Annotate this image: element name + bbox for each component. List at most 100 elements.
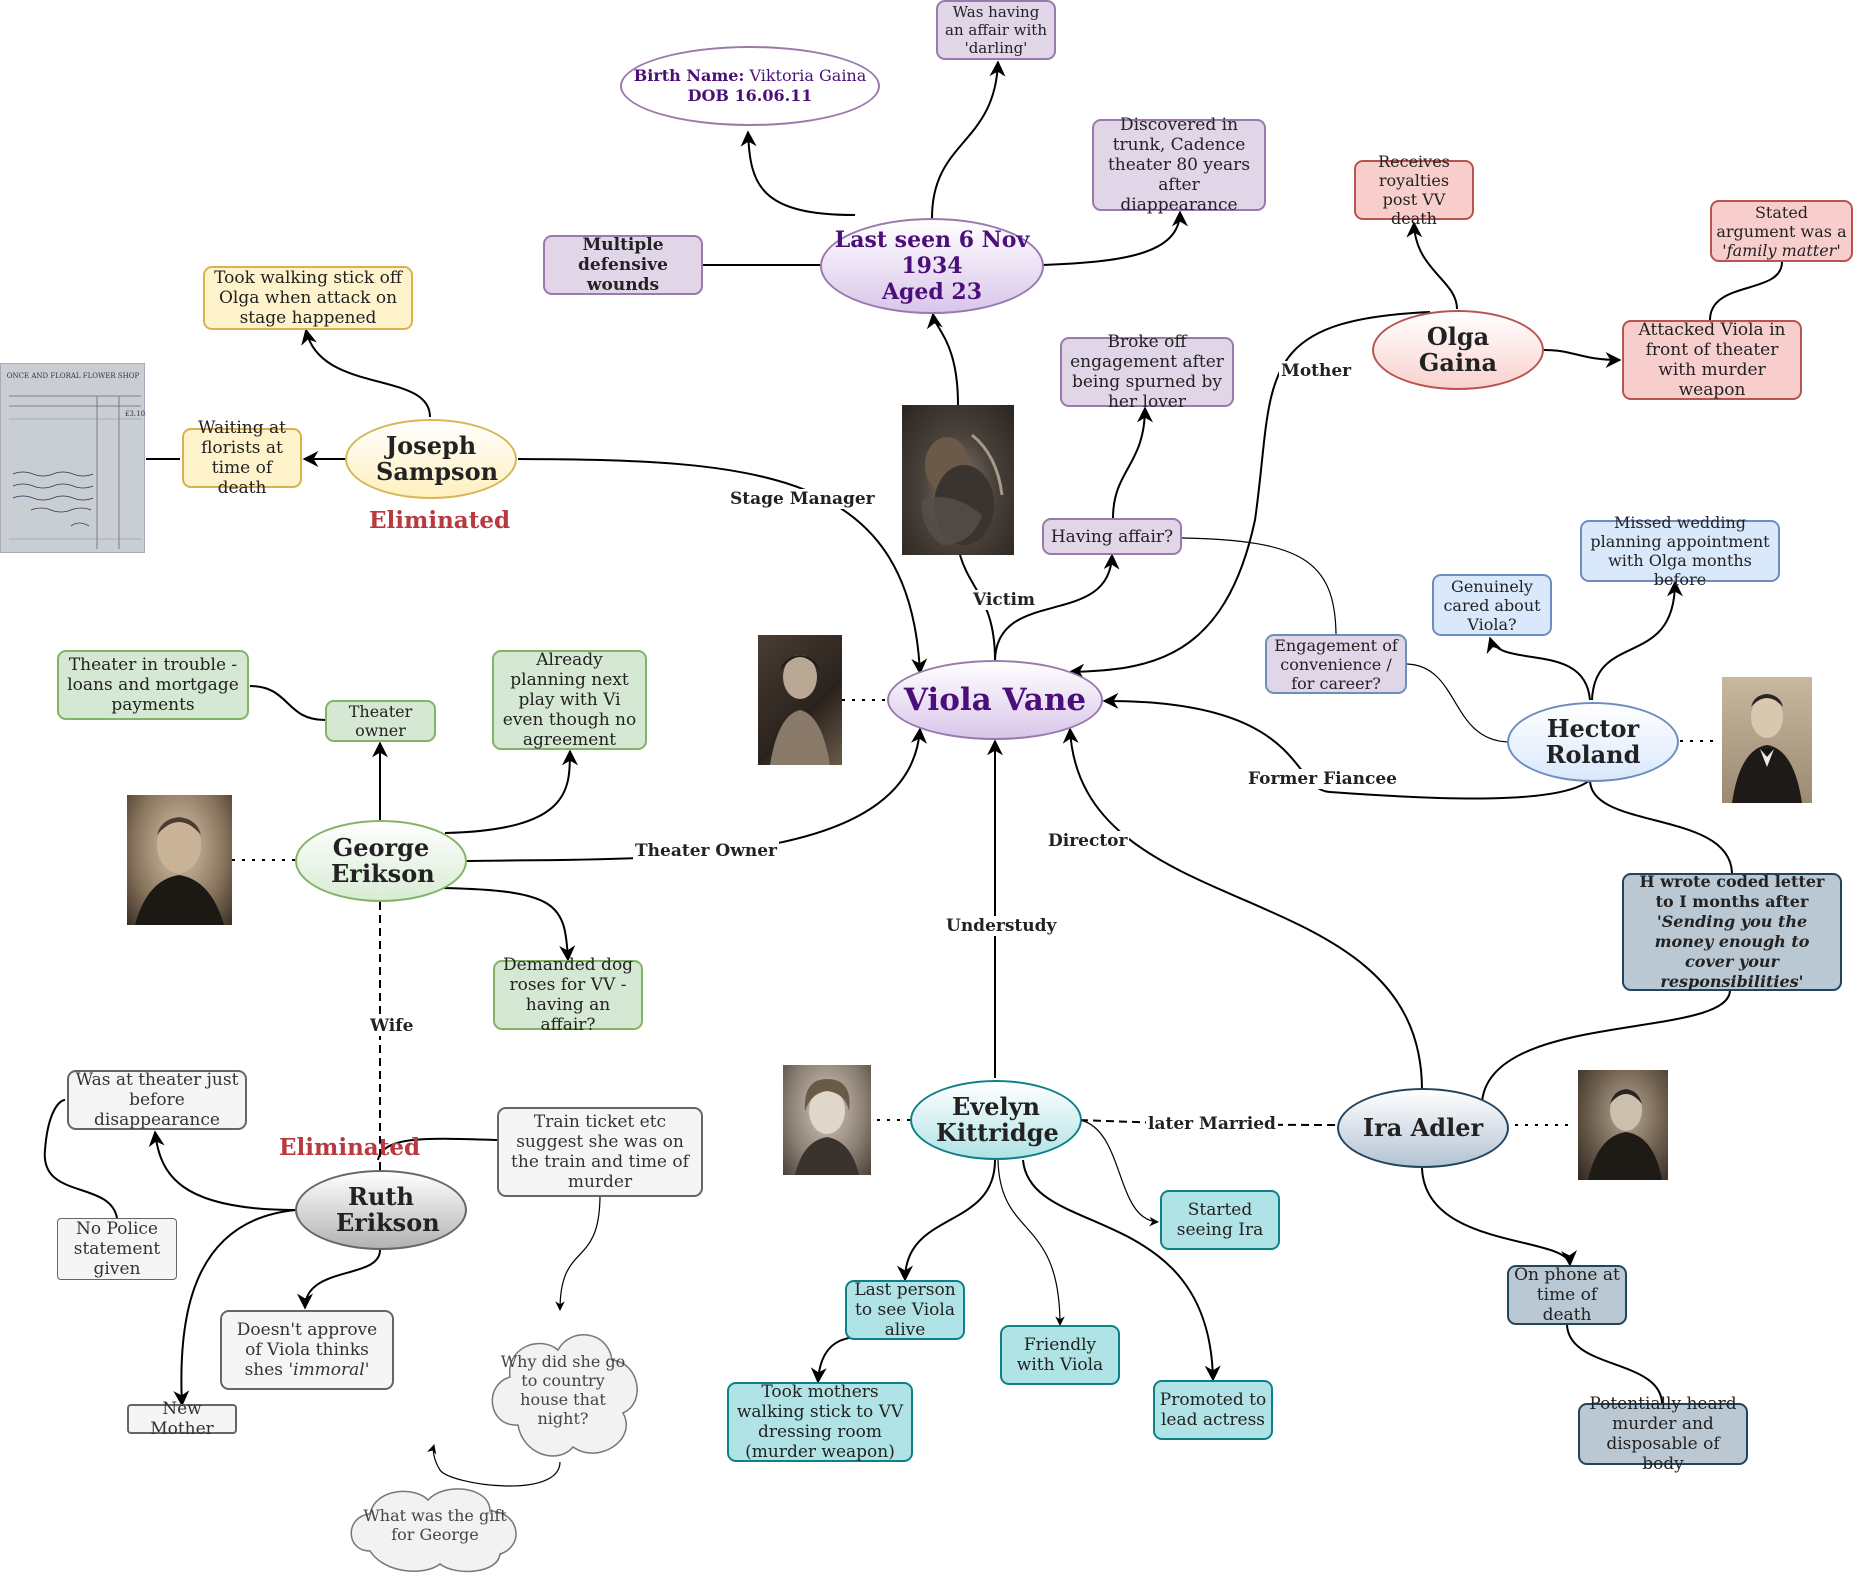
argument-text: Stated argument was a 'family matter': [1716, 202, 1847, 260]
node-royalties[interactable]: Receives royalties post VV death: [1354, 152, 1474, 228]
node-theater-owner[interactable]: Theater owner: [325, 700, 436, 742]
edge-havingaffair-broke: [1112, 406, 1153, 519]
node-discovered-trunk[interactable]: Discovered in trunk, Cadence theater 80 …: [1092, 115, 1266, 215]
edge-why-gift: [427, 1444, 561, 1487]
node-having-affair[interactable]: Having affair?: [1042, 518, 1182, 555]
node-no-police-statement[interactable]: No Police statement given: [57, 1218, 177, 1280]
edge-lastperson-stick: [810, 1336, 861, 1384]
node-promoted-lead[interactable]: Promoted to lead actress: [1153, 1380, 1273, 1440]
edge-ticket-why: [555, 1194, 601, 1311]
edge-ruth-approve: [297, 1249, 381, 1310]
viola-photo: [758, 635, 842, 765]
node-ira-adler[interactable]: Ira Adler: [1337, 1088, 1509, 1168]
ira-photo: [1578, 1070, 1668, 1180]
edge-label-theater-owner: Theater Owner: [633, 841, 779, 861]
node-new-mother[interactable]: New Mother: [127, 1399, 237, 1439]
node-dog-roses[interactable]: Demanded dog roses for VV - having an af…: [493, 955, 643, 1035]
node-defensive-wounds[interactable]: Multiple defensive wounds: [543, 235, 703, 295]
node-friendly-with-viola[interactable]: Friendly with Viola: [1000, 1325, 1120, 1385]
node-george-erikson[interactable]: George Erikson: [295, 820, 467, 902]
node-engagement-convenience[interactable]: Engagement of convenience / for career?: [1265, 634, 1407, 694]
edge-phone-heard: [1565, 1321, 1663, 1404]
edge-photo-lastseen: [926, 312, 959, 406]
node-viola-vane[interactable]: Viola Vane: [887, 660, 1103, 740]
node-coded-letter[interactable]: H wrote coded letter to I months after '…: [1622, 872, 1842, 991]
portrait-icon: [795, 1079, 859, 1175]
edge-label-wife: Wife: [368, 1016, 416, 1036]
node-took-walking-stick[interactable]: Took walking stick off Olga when attack …: [203, 266, 413, 330]
svg-text:£3.10.6: £3.10.6: [125, 410, 146, 418]
node-does-not-approve[interactable]: Doesn't approve of Viola thinks shes 'im…: [220, 1310, 394, 1390]
node-family-matter[interactable]: Stated argument was a 'family matter': [1710, 200, 1853, 262]
node-heard-murder[interactable]: Potentially heard murder and disposable …: [1578, 1394, 1748, 1474]
node-olga-gaina[interactable]: Olga Gaina: [1372, 310, 1544, 390]
node-florists[interactable]: Waiting at florists at time of death: [182, 418, 302, 498]
cloud-gift-text: What was the gift for George: [363, 1506, 507, 1544]
edge-evelyn-promoted: [1022, 1159, 1221, 1382]
edge-lastseen-affair: [931, 60, 1006, 219]
node-joseph-sampson[interactable]: Joseph Sampson: [345, 419, 517, 499]
portrait-icon: [1732, 694, 1802, 803]
edge-label-later-married: later Married: [1146, 1114, 1278, 1134]
edge-letter-ira: [1481, 989, 1731, 1103]
edge-engagement-hector: [1406, 663, 1509, 743]
node-started-seeing-ira[interactable]: Started seeing Ira: [1160, 1190, 1280, 1250]
portrait-icon: [770, 655, 830, 765]
node-birth-name[interactable]: Birth Name: Viktoria Gaina DOB 16.06.11: [620, 46, 880, 126]
birth-label: Birth Name:: [633, 66, 745, 85]
edge-lastseen-trunk: [1042, 210, 1188, 266]
edge-ruth-theater: [148, 1130, 297, 1211]
node-evelyn-kittridge[interactable]: Evelyn Kittridge: [910, 1080, 1082, 1160]
joseph-eliminated-label: Eliminated: [369, 507, 511, 534]
birth-dob: DOB 16.06.11: [687, 86, 813, 105]
edge-label-understudy: Understudy: [944, 916, 1059, 936]
edge-label-director: Director: [1046, 831, 1130, 851]
hector-photo: [1722, 677, 1812, 803]
evelyn-photo: [783, 1065, 871, 1175]
edge-hector-missed: [1591, 580, 1683, 701]
portrait-icon: [1588, 1089, 1662, 1180]
edge-evelyn-seeing: [1079, 1119, 1159, 1227]
node-took-mothers-stick[interactable]: Took mothers walking stick to VV dressin…: [727, 1382, 913, 1462]
node-on-phone[interactable]: On phone at time of death: [1507, 1265, 1627, 1325]
edge-lastseen-birth: [740, 130, 856, 216]
edge-olga-viola: [1068, 311, 1431, 680]
edge-george-planning: [444, 749, 578, 834]
edge-olga-royalties: [1406, 221, 1458, 310]
edge-hector-cared: [1486, 636, 1591, 701]
last-seen-line2: 1934: [901, 253, 963, 279]
node-broke-engagement[interactable]: Broke off engagement after being spurned…: [1060, 332, 1234, 412]
node-attacked-viola[interactable]: Attacked Viola in front of theater with …: [1622, 320, 1802, 400]
edge-label-stage-manager: Stage Manager: [728, 489, 877, 509]
edge-ticket-ruth: [377, 1137, 498, 1161]
node-genuinely-cared[interactable]: Genuinely cared about Viola?: [1432, 574, 1552, 636]
node-last-seen[interactable]: Last seen 6 Nov 1934 Aged 23: [820, 218, 1044, 314]
node-already-planning[interactable]: Already planning next play with Vi even …: [492, 650, 647, 750]
florist-receipt-image: ONCE AND FLORAL FLOWER SHOP £3.10.6: [0, 363, 152, 553]
node-last-person[interactable]: Last person to see Viola alive: [845, 1280, 965, 1340]
last-seen-line1: Last seen 6 Nov: [834, 227, 1030, 253]
cloud-question-why[interactable]: [478, 1315, 648, 1465]
svg-text:ONCE AND FLORAL FLOWER SHOP: ONCE AND FLORAL FLOWER SHOP: [7, 372, 140, 380]
node-affair-darling[interactable]: Was having an affair with 'darling': [936, 0, 1056, 60]
cloud-why-text: Why did she go to country house that nig…: [500, 1352, 626, 1428]
node-missed-wedding[interactable]: Missed wedding planning appointment with…: [1580, 513, 1780, 589]
last-seen-line3: Aged 23: [881, 279, 983, 305]
edge-label-former-fiancee: Former Fiancee: [1246, 769, 1399, 789]
node-ruth-erikson[interactable]: Ruth Erikson: [295, 1170, 467, 1250]
george-photo: [127, 795, 232, 925]
node-hector-roland[interactable]: Hector Roland: [1507, 702, 1679, 782]
portrait-icon: [135, 817, 224, 925]
node-theater-trouble[interactable]: Theater in trouble - loans and mortgage …: [57, 650, 249, 720]
victim-photo: [902, 405, 1014, 555]
cloud-question-gift[interactable]: [340, 1476, 530, 1576]
node-at-theater[interactable]: Was at theater just before disappearance: [67, 1070, 247, 1130]
edge-havingaffair-engagement: [1181, 537, 1337, 635]
edge-police-theater: [43, 1099, 118, 1219]
edge-owner-trouble: [249, 685, 326, 721]
edge-viola-havingaffair: [994, 553, 1120, 663]
edge-joseph-stick: [301, 328, 431, 418]
node-train-ticket[interactable]: Train ticket etc suggest she was on the …: [497, 1107, 703, 1197]
edge-hector-viola: [1102, 692, 1591, 800]
